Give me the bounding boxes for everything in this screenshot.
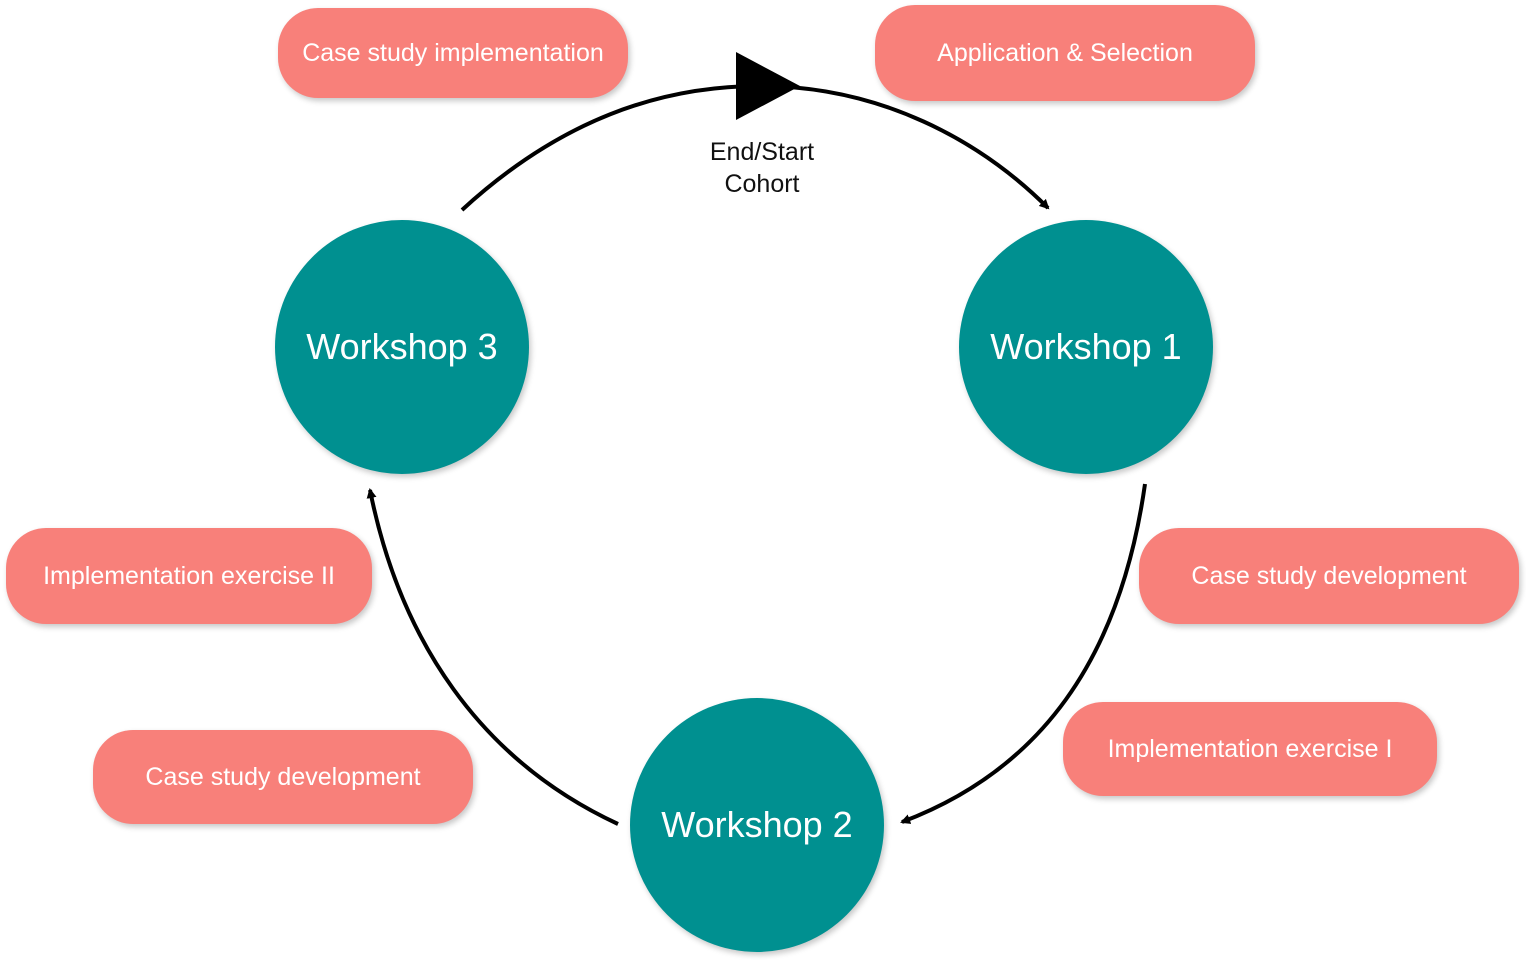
activity-implementation-exercise-2: Implementation exercise II: [6, 528, 372, 624]
start-triangle-icon: [736, 52, 800, 120]
activity-case-study-development-left: Case study development: [93, 730, 473, 824]
activity-implementation-exercise-1: Implementation exercise I: [1063, 702, 1437, 796]
activity-case-study-development-right: Case study development: [1139, 528, 1519, 624]
workshop-3-node: Workshop 3: [275, 220, 529, 474]
activity-application-selection: Application & Selection: [875, 5, 1255, 101]
arrow-w1-to-w2: [900, 483, 1147, 824]
activity-case-study-implementation: Case study implementation: [278, 8, 628, 98]
workshop-1-node: Workshop 1: [959, 220, 1213, 474]
start-cohort-line-1: End/Start: [709, 138, 815, 166]
start-cohort-line-2: Cohort: [724, 170, 800, 198]
arrow-w2-to-w3: [366, 488, 619, 826]
workshop-2-node: Workshop 2: [630, 698, 884, 952]
start-cohort-label: End/Start Cohort: [682, 136, 842, 200]
